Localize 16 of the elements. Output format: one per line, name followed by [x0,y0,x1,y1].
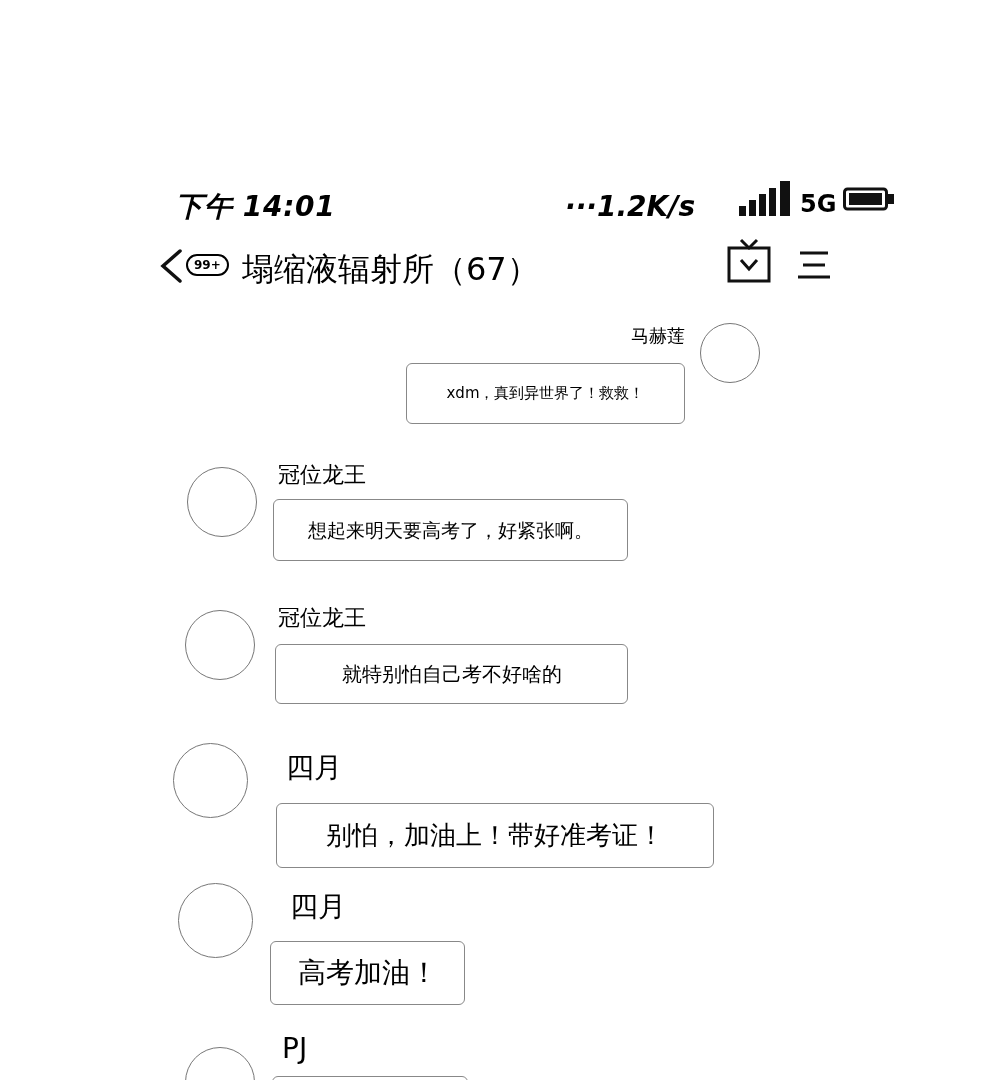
message-bubble: 别怕，加油上！带好准考证！ [276,803,714,868]
sender-name: 冠位龙王 [278,604,367,632]
status-time: 下午 14:01 [175,189,336,225]
message-bubble: xdm，真到异世界了！救救！ [406,363,685,424]
sender-name: 马赫莲 [630,324,685,348]
message-bubble: 就特别怕自己考不好啥的 [275,644,628,704]
sender-name: 四月 [286,750,343,786]
network-type: 5G [800,189,837,220]
sender-name: 冠位龙王 [278,461,367,489]
unread-badge: 99+ [186,254,229,276]
chat-title: 塌缩液辐射所（67） [242,249,539,290]
network-speed: ···1.2K/s [565,189,696,225]
message-bubble: 高考加油！ [270,941,465,1005]
sender-name: PJ [282,1031,309,1067]
message-bubble: 想起来明天要高考了，好紧张啊。 [273,499,628,561]
sender-name: 四月 [290,889,347,925]
